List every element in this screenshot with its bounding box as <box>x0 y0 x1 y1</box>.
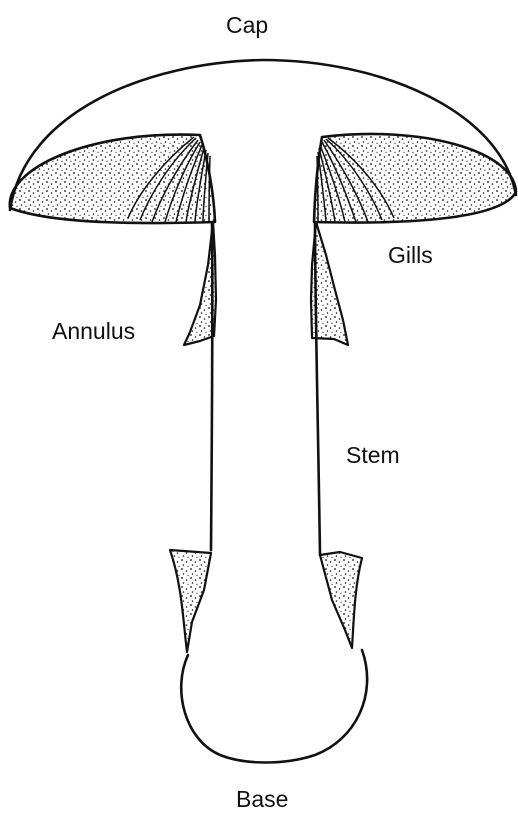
stem-label: Stem <box>346 444 400 467</box>
annulus-label: Annulus <box>52 320 135 343</box>
base-bulb <box>181 650 367 763</box>
stem-left-edge <box>211 222 212 550</box>
gills-label: Gills <box>388 244 433 267</box>
base-label: Base <box>236 788 288 811</box>
left-gills <box>10 135 215 224</box>
left-volva <box>170 550 211 652</box>
right-gills <box>314 134 516 223</box>
cap-label: Cap <box>226 14 268 37</box>
right-volva <box>320 552 362 648</box>
